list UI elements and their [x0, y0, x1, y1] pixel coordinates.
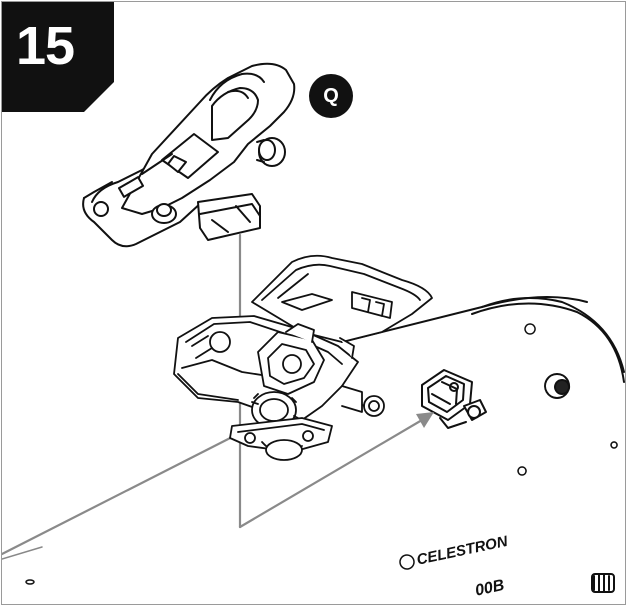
brand-text: CELESTRON	[415, 533, 510, 569]
step-badge-shape	[2, 2, 114, 112]
telescope-tube: CELESTRON 00B	[2, 296, 625, 600]
bracket-knob	[357, 395, 385, 417]
step-number: 15	[16, 16, 75, 76]
finder-knob-bottom	[151, 203, 177, 224]
dovetail-bracket	[421, 369, 487, 429]
red-dot-finder	[82, 62, 296, 248]
part-label-letter: Q	[323, 85, 339, 107]
model-text: 00B	[474, 577, 506, 600]
finder-bracket-assembly	[173, 254, 433, 461]
part-label-badge: Q	[309, 74, 353, 118]
brand-logo: CELESTRON	[399, 533, 510, 570]
tube-knob	[591, 573, 615, 593]
gear-wheel	[251, 391, 299, 433]
guide-arrows	[2, 233, 434, 556]
finder-knob-side	[256, 137, 286, 167]
